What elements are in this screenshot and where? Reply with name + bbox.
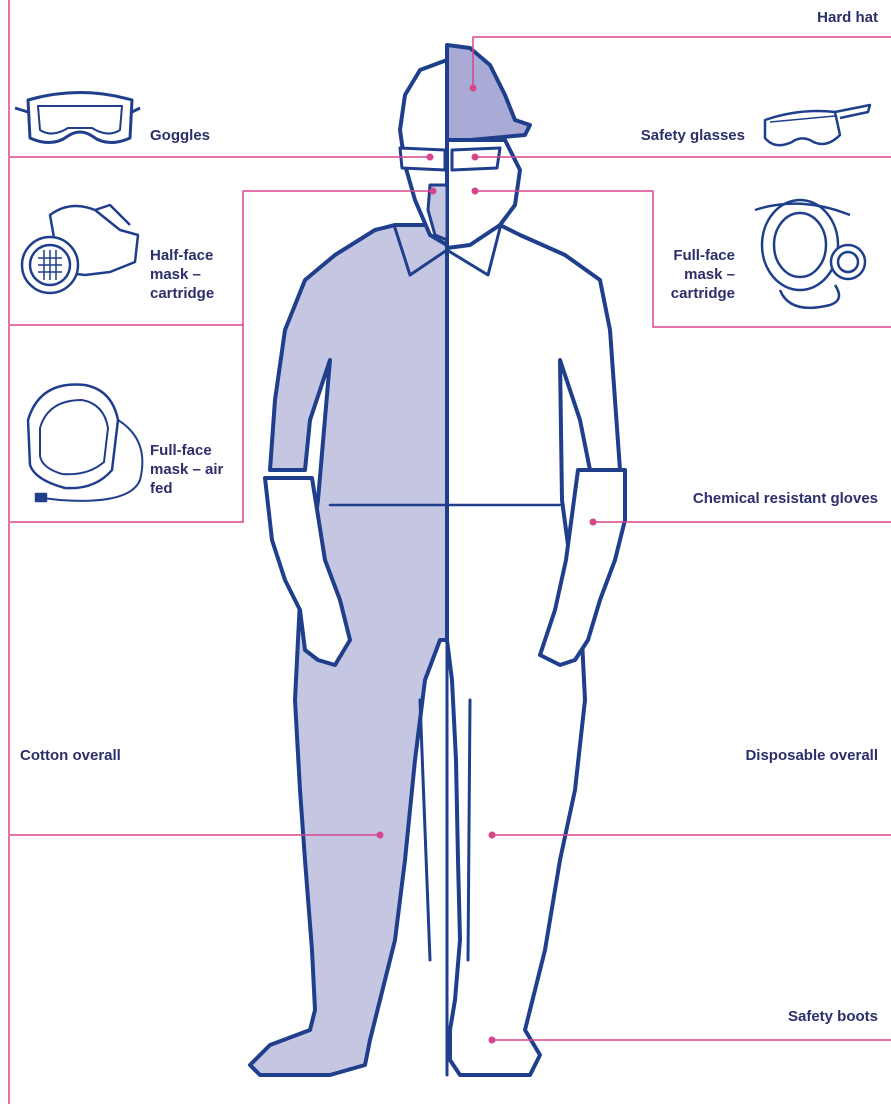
- leader-hard-hat: [473, 37, 891, 88]
- label-chemical-gloves: Chemical resistant gloves: [640, 489, 878, 508]
- goggles-icon: [15, 93, 140, 143]
- cotton-overall-half: [250, 225, 447, 1075]
- label-full-face-air-fed: Full-face mask – air fed: [150, 441, 240, 498]
- label-hard-hat: Hard hat: [760, 8, 878, 27]
- label-full-face-cartridge: Full-face mask – cartridge: [650, 246, 735, 303]
- label-goggles: Goggles: [150, 126, 210, 145]
- worker-figure: [250, 45, 625, 1075]
- label-safety-boots: Safety boots: [720, 1007, 878, 1026]
- label-safety-glasses: Safety glasses: [600, 126, 745, 145]
- disposable-overall-half: [447, 225, 620, 1075]
- label-half-face-mask: Half-face mask – cartridge: [150, 246, 240, 303]
- full-face-respirator-icon: [755, 200, 865, 308]
- hard-hat: [447, 45, 530, 140]
- safety-glasses-icon: [765, 105, 870, 145]
- air-fed-face-shield-icon: [28, 384, 142, 501]
- label-disposable-overall: Disposable overall: [680, 746, 878, 765]
- goggles-on-face: [400, 148, 445, 170]
- label-cotton-overall: Cotton overall: [20, 746, 121, 765]
- half-face-respirator-icon: [22, 205, 138, 293]
